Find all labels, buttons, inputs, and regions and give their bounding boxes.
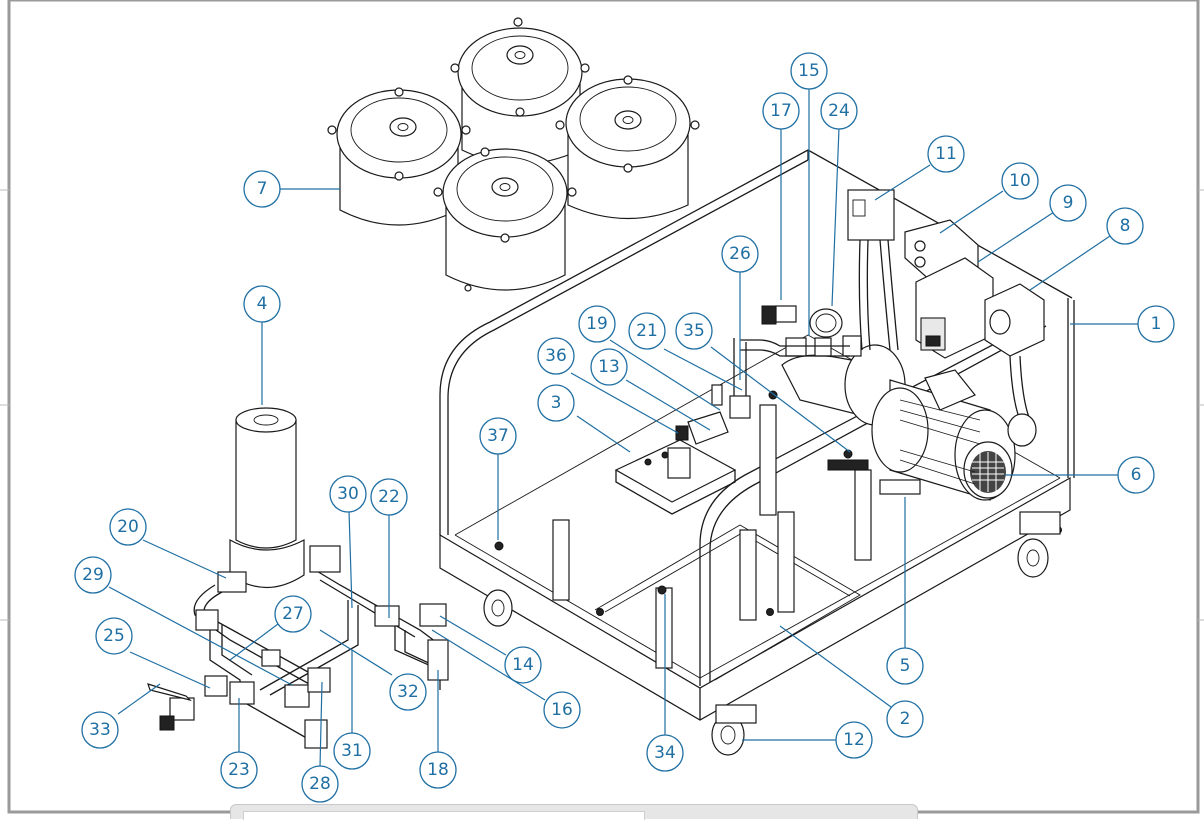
balloon-2: 2 (886, 700, 924, 738)
balloon-20: 20 (109, 508, 147, 546)
valves-and-gauge (675, 305, 862, 445)
balloon-10: 10 (1001, 162, 1039, 200)
balloon-4: 4 (243, 285, 281, 323)
svg-text:13: 13 (598, 357, 620, 377)
balloon-34: 34 (646, 734, 684, 772)
svg-text:32: 32 (397, 682, 419, 702)
balloon-25: 25 (95, 617, 133, 655)
svg-text:37: 37 (487, 426, 509, 446)
svg-text:14: 14 (512, 655, 534, 675)
svg-text:18: 18 (427, 760, 449, 780)
leader-lines (108, 88, 1139, 768)
balloon-22: 22 (370, 478, 408, 516)
balloon-12: 12 (835, 721, 873, 759)
svg-text:5: 5 (900, 656, 911, 676)
balloon-19: 19 (578, 305, 616, 343)
balloon-23: 23 (220, 751, 258, 789)
balloon-16: 16 (543, 691, 581, 729)
svg-text:22: 22 (378, 487, 400, 507)
bottom-scroll-tab[interactable] (230, 804, 918, 820)
balloon-6: 6 (1117, 456, 1155, 494)
svg-text:16: 16 (551, 700, 573, 720)
balloon-24: 24 (820, 92, 858, 130)
balloon-28: 28 (301, 765, 339, 803)
balloon-31: 31 (333, 732, 371, 770)
svg-text:26: 26 (729, 244, 751, 264)
svg-text:34: 34 (654, 743, 676, 763)
balloon-35: 35 (675, 312, 713, 350)
balloon-9: 9 (1049, 184, 1087, 222)
piping-manifold (147, 545, 449, 749)
svg-text:17: 17 (770, 101, 792, 121)
control-boxes (847, 189, 1045, 447)
svg-text:11: 11 (935, 144, 957, 164)
balloon-26: 26 (721, 235, 759, 273)
balloon-3: 3 (537, 384, 575, 422)
svg-text:31: 31 (341, 741, 363, 761)
balloon-15: 15 (790, 52, 828, 90)
balloon-5: 5 (886, 647, 924, 685)
balloon-18: 18 (419, 751, 457, 789)
balloon-13: 13 (590, 348, 628, 386)
balloon-14: 14 (504, 646, 542, 684)
balloon-7: 7 (243, 170, 281, 208)
balloon-30: 30 (329, 475, 367, 513)
svg-text:9: 9 (1063, 193, 1074, 213)
item-balloons: 1 2 3 4 5 6 7 8 9 10 11 12 13 14 15 16 1… (74, 52, 1175, 803)
balloon-33: 33 (81, 711, 119, 749)
svg-text:6: 6 (1131, 465, 1142, 485)
balloon-29: 29 (74, 556, 112, 594)
svg-text:20: 20 (117, 517, 139, 537)
svg-text:28: 28 (309, 774, 331, 794)
svg-text:3: 3 (551, 393, 562, 413)
svg-text:24: 24 (828, 101, 850, 121)
svg-text:35: 35 (683, 321, 705, 341)
balloon-17: 17 (762, 92, 800, 130)
balloon-27: 27 (274, 595, 312, 633)
svg-text:10: 10 (1009, 171, 1031, 191)
svg-text:8: 8 (1120, 216, 1131, 236)
svg-text:33: 33 (89, 720, 111, 740)
balloon-37: 37 (479, 417, 517, 455)
svg-text:1: 1 (1151, 314, 1162, 334)
balloon-36: 36 (537, 337, 575, 375)
balloon-21: 21 (628, 312, 666, 350)
svg-text:25: 25 (103, 626, 125, 646)
svg-text:29: 29 (82, 565, 104, 585)
svg-text:21: 21 (636, 321, 658, 341)
svg-text:2: 2 (900, 709, 911, 729)
svg-text:19: 19 (586, 314, 608, 334)
balloon-1: 1 (1137, 305, 1175, 343)
svg-text:15: 15 (798, 61, 820, 81)
svg-text:4: 4 (257, 294, 268, 314)
svg-text:23: 23 (228, 760, 250, 780)
bottom-tab-field (243, 811, 645, 820)
cartridge-filter (229, 407, 305, 589)
balloon-8: 8 (1106, 207, 1144, 245)
svg-text:30: 30 (337, 484, 359, 504)
caster-wheels (483, 511, 1061, 756)
balloon-11: 11 (927, 135, 965, 173)
pump-motor-assembly (781, 344, 1016, 501)
svg-text:36: 36 (545, 346, 567, 366)
balloon-32: 32 (389, 673, 427, 711)
svg-text:12: 12 (843, 730, 865, 750)
svg-text:7: 7 (257, 179, 268, 199)
svg-text:27: 27 (282, 604, 304, 624)
filter-canisters (327, 17, 700, 292)
